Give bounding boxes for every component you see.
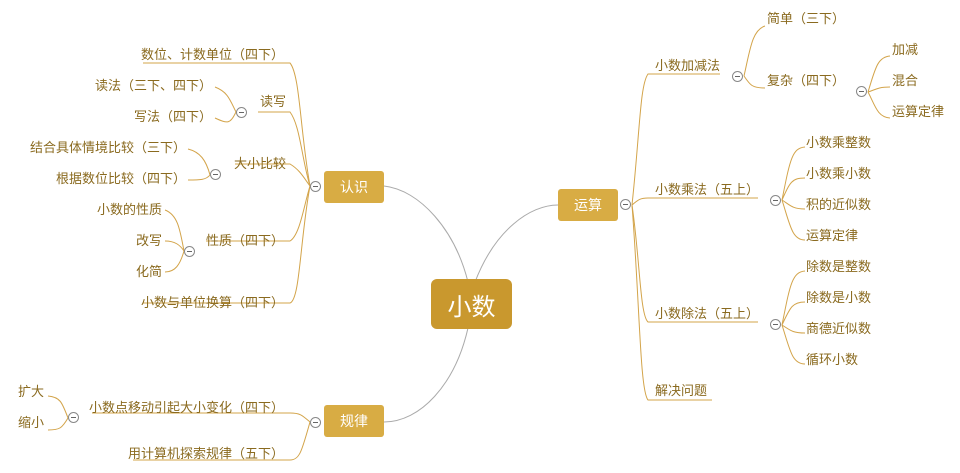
collapse-renshi-icon[interactable] [310,181,321,192]
node-chufa-b[interactable]: 除数是小数 [806,291,872,306]
node-dufa[interactable]: 读法（三下、四下） [94,79,212,94]
node-xingzhi-a[interactable]: 小数的性质 [96,203,162,218]
connector-xingzhi-c [164,250,185,273]
connector-renshi-huansuan [143,185,311,304]
connector-chufa-b [781,301,806,326]
collapse-guilv-icon[interactable] [310,417,321,428]
node-jiajian[interactable]: 小数加减法 [655,59,721,74]
connector-chufa-d [781,324,806,365]
connector-fuza-c [867,91,891,119]
collapse-jiajian-icon[interactable] [732,71,743,82]
connector-fuza-a [867,55,891,93]
branch-renshi[interactable]: 认识 [324,171,384,203]
node-fuza[interactable]: 复杂（四下） [767,74,846,89]
node-fuza-a[interactable]: 加减 [892,43,919,58]
node-chengfa-a[interactable]: 小数乘整数 [806,136,872,151]
collapse-chufa-icon[interactable] [770,319,781,330]
node-chengfa-b[interactable]: 小数乘小数 [806,167,872,182]
node-chengfa[interactable]: 小数乘法（五上） [655,183,760,198]
root-node[interactable]: 小数 [431,279,512,329]
connector-root-renshi [383,185,469,283]
connector-daxiao-a [187,148,211,176]
collapse-xingzhi-icon[interactable] [184,246,195,257]
node-daxiao-a[interactable]: 结合具体情境比较（三下） [29,141,186,156]
node-xingzhi[interactable]: 性质（四下） [205,234,284,249]
node-huansuan[interactable]: 小数与单位换算（四下） [140,296,284,311]
connector-fuza-b [867,86,891,93]
node-xiefa[interactable]: 写法（四下） [133,110,212,125]
connector-guilv-jisuanji [133,421,311,461]
connector-yunsuan-jiajian [631,73,720,206]
connector-renshi-xingzhi [206,185,311,242]
connector-chengfa-d [781,199,806,241]
connector-daxiao-b [187,174,211,181]
connector-duxie-dufa [214,86,237,113]
collapse-fuza-icon[interactable] [856,86,867,97]
connector-root-yunsuan [474,204,559,283]
node-chufa-d[interactable]: 循环小数 [806,353,859,368]
node-chengfa-c[interactable]: 积的近似数 [806,198,872,213]
node-yidong-b[interactable]: 缩小 [17,416,44,431]
node-chufa[interactable]: 小数除法（五上） [655,307,760,322]
connector-xingzhi-b [164,240,185,252]
node-jisuanji[interactable]: 用计算机探索规律（五下） [127,447,284,462]
connector-chufa-c [781,324,806,334]
collapse-daxiao-icon[interactable] [210,169,221,180]
connector-yunsuan-chengfa [631,197,758,206]
connector-yidong-a [47,395,69,419]
connector-chufa-a [781,270,806,326]
node-fuza-c[interactable]: 运算定律 [892,105,945,120]
connector-yunsuan-jiejue [631,204,712,401]
node-xingzhi-b[interactable]: 改写 [135,234,162,249]
collapse-yidong-icon[interactable] [68,412,79,423]
connector-renshi-daxiao [235,163,311,187]
node-fuza-b[interactable]: 混合 [892,74,919,89]
node-jiejue[interactable]: 解决问题 [655,384,708,399]
node-yidong-a[interactable]: 扩大 [17,385,44,400]
node-shuwei[interactable]: 数位、计数单位（四下） [140,48,284,63]
connector-renshi-shuwei [143,62,311,187]
node-jiandan[interactable]: 简单（三下） [767,12,846,27]
connector-root-guilv [383,327,469,423]
connector-chengfa-c [781,199,806,210]
branch-yunsuan[interactable]: 运算 [558,189,618,221]
connector-xingzhi-a [164,209,185,252]
connector-chengfa-a [781,146,806,201]
connector-chengfa-b [781,177,806,201]
node-daxiao[interactable]: 大小比较 [233,157,286,172]
node-duxie[interactable]: 读写 [259,95,286,110]
collapse-chengfa-icon[interactable] [770,195,781,206]
collapse-duxie-icon[interactable] [236,107,247,118]
connector-jiajian-jiandan [743,25,766,77]
branch-guilv[interactable]: 规律 [324,405,384,437]
connector-yunsuan-chufa [631,204,758,323]
node-xingzhi-c[interactable]: 化简 [135,265,162,280]
node-chengfa-d[interactable]: 运算定律 [806,229,859,244]
connector-renshi-duxie [258,111,311,187]
connector-jiajian-fuza [743,75,766,89]
node-chufa-c[interactable]: 商德近似数 [806,322,872,337]
connector-guilv-yidong [92,412,311,423]
connector-yidong-b [47,417,69,431]
node-daxiao-b[interactable]: 根据数位比较（四下） [55,172,186,187]
collapse-yunsuan-icon[interactable] [620,199,631,210]
connector-duxie-xiefa [214,111,237,123]
node-yidong[interactable]: 小数点移动引起大小变化（四下） [88,401,284,416]
node-chufa-a[interactable]: 除数是整数 [806,260,872,275]
